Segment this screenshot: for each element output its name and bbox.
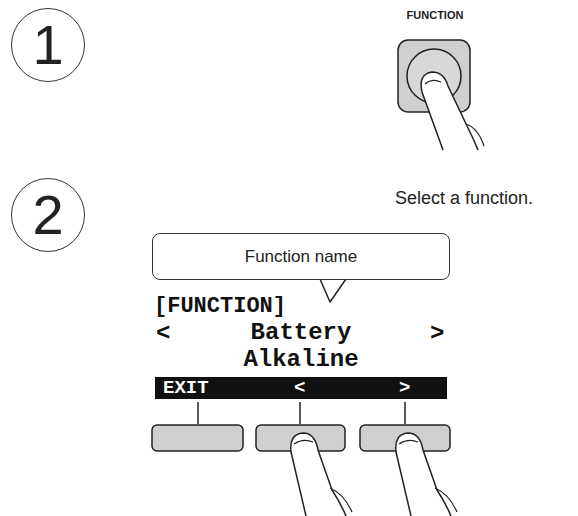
lcd-text: Battery [210, 321, 392, 345]
pressing-hand [421, 72, 478, 150]
callout-text: Function name [153, 234, 449, 279]
step-number-text: 1 [12, 9, 84, 81]
leader-line [404, 402, 406, 424]
lcd-text: [FUNCTION] [154, 296, 286, 318]
finger-nail [425, 80, 441, 84]
lcd-softkey: < [294, 379, 305, 398]
step-number: 2 [11, 178, 85, 252]
lcd-softkey: EXIT [163, 379, 209, 398]
step-number: 1 [11, 8, 85, 82]
step-number-text: 2 [12, 179, 84, 251]
lcd-menu-bar: EXIT < > [155, 377, 447, 399]
finger-nail [294, 440, 313, 444]
callout-tail [320, 279, 346, 302]
lcd-display: [FUNCTION] < Battery > AlkalineEXIT < > [150, 294, 452, 400]
lcd-arrow: > [430, 322, 444, 346]
finger-line [435, 488, 457, 512]
lcd-text: Alkaline [210, 348, 392, 372]
callout-box: Function name [152, 233, 450, 280]
button-name: FUNCTION [385, 9, 485, 21]
finger-nail [399, 440, 418, 444]
leader-line [197, 402, 199, 424]
pressing-hand [396, 433, 451, 516]
soft-button [152, 425, 243, 451]
finger-line [330, 488, 352, 512]
leader-line [299, 402, 301, 424]
finger-line [466, 124, 484, 146]
lcd-softkey: > [399, 379, 410, 398]
instruction-text: Select a function. [364, 189, 564, 209]
pressing-hand [291, 433, 346, 516]
lcd-arrow: < [156, 322, 170, 346]
